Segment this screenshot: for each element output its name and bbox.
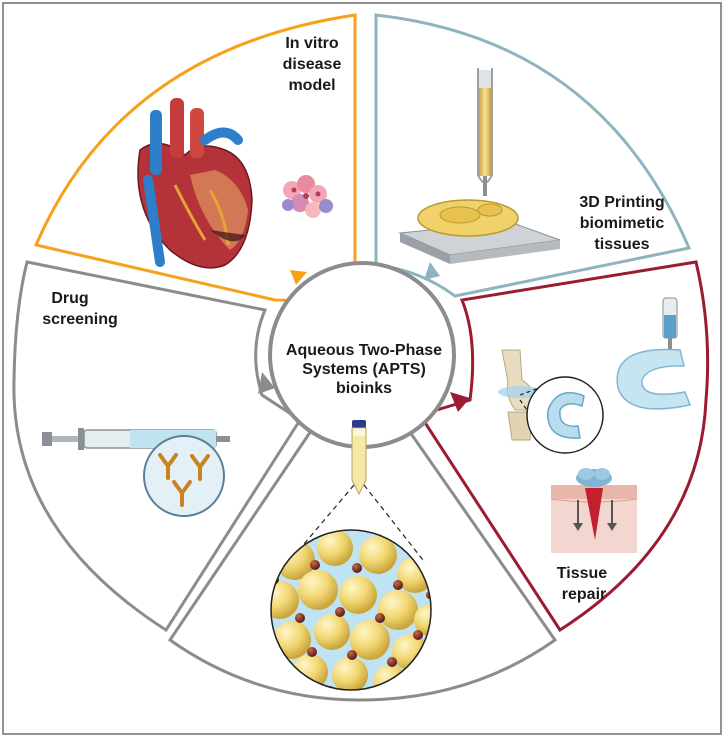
printing-label-line1: 3D Printing (579, 194, 664, 211)
drug-screening-label-line2: screening (42, 311, 118, 328)
disease-model-label-line2: disease (283, 56, 342, 73)
disease-model-label-line3: model (288, 77, 335, 94)
tissue-repair-label-line2: repair (562, 586, 606, 603)
knee-joint-icon (498, 349, 561, 441)
printed-meniscus-icon (616, 297, 692, 410)
skin-wound-icon (550, 468, 638, 553)
antibody-icon (143, 435, 225, 517)
arrow-blue-icon (424, 262, 440, 280)
tissue-repair-label-line1: Tissue (557, 565, 608, 582)
printing-label-line3: tissues (594, 236, 649, 253)
drug-screening-label-line1: Drug (51, 290, 88, 307)
center-title-line2: Systems (APTS) (302, 361, 426, 378)
center-title-line3: bioinks (336, 380, 392, 397)
arrow-crimson-icon (450, 392, 470, 412)
printing-label-line2: biomimetic (580, 215, 665, 232)
heart-icon (137, 98, 253, 269)
arrow-orange-icon (290, 270, 307, 285)
arrow-grey-icon (258, 372, 275, 394)
meniscus-icon (526, 376, 604, 454)
disease-model-label-line1: In vitro (285, 35, 339, 52)
cell-cluster-icon (282, 175, 333, 218)
center-title-line1: Aqueous Two-Phase (286, 342, 442, 359)
bioprinter-icon (398, 68, 561, 264)
